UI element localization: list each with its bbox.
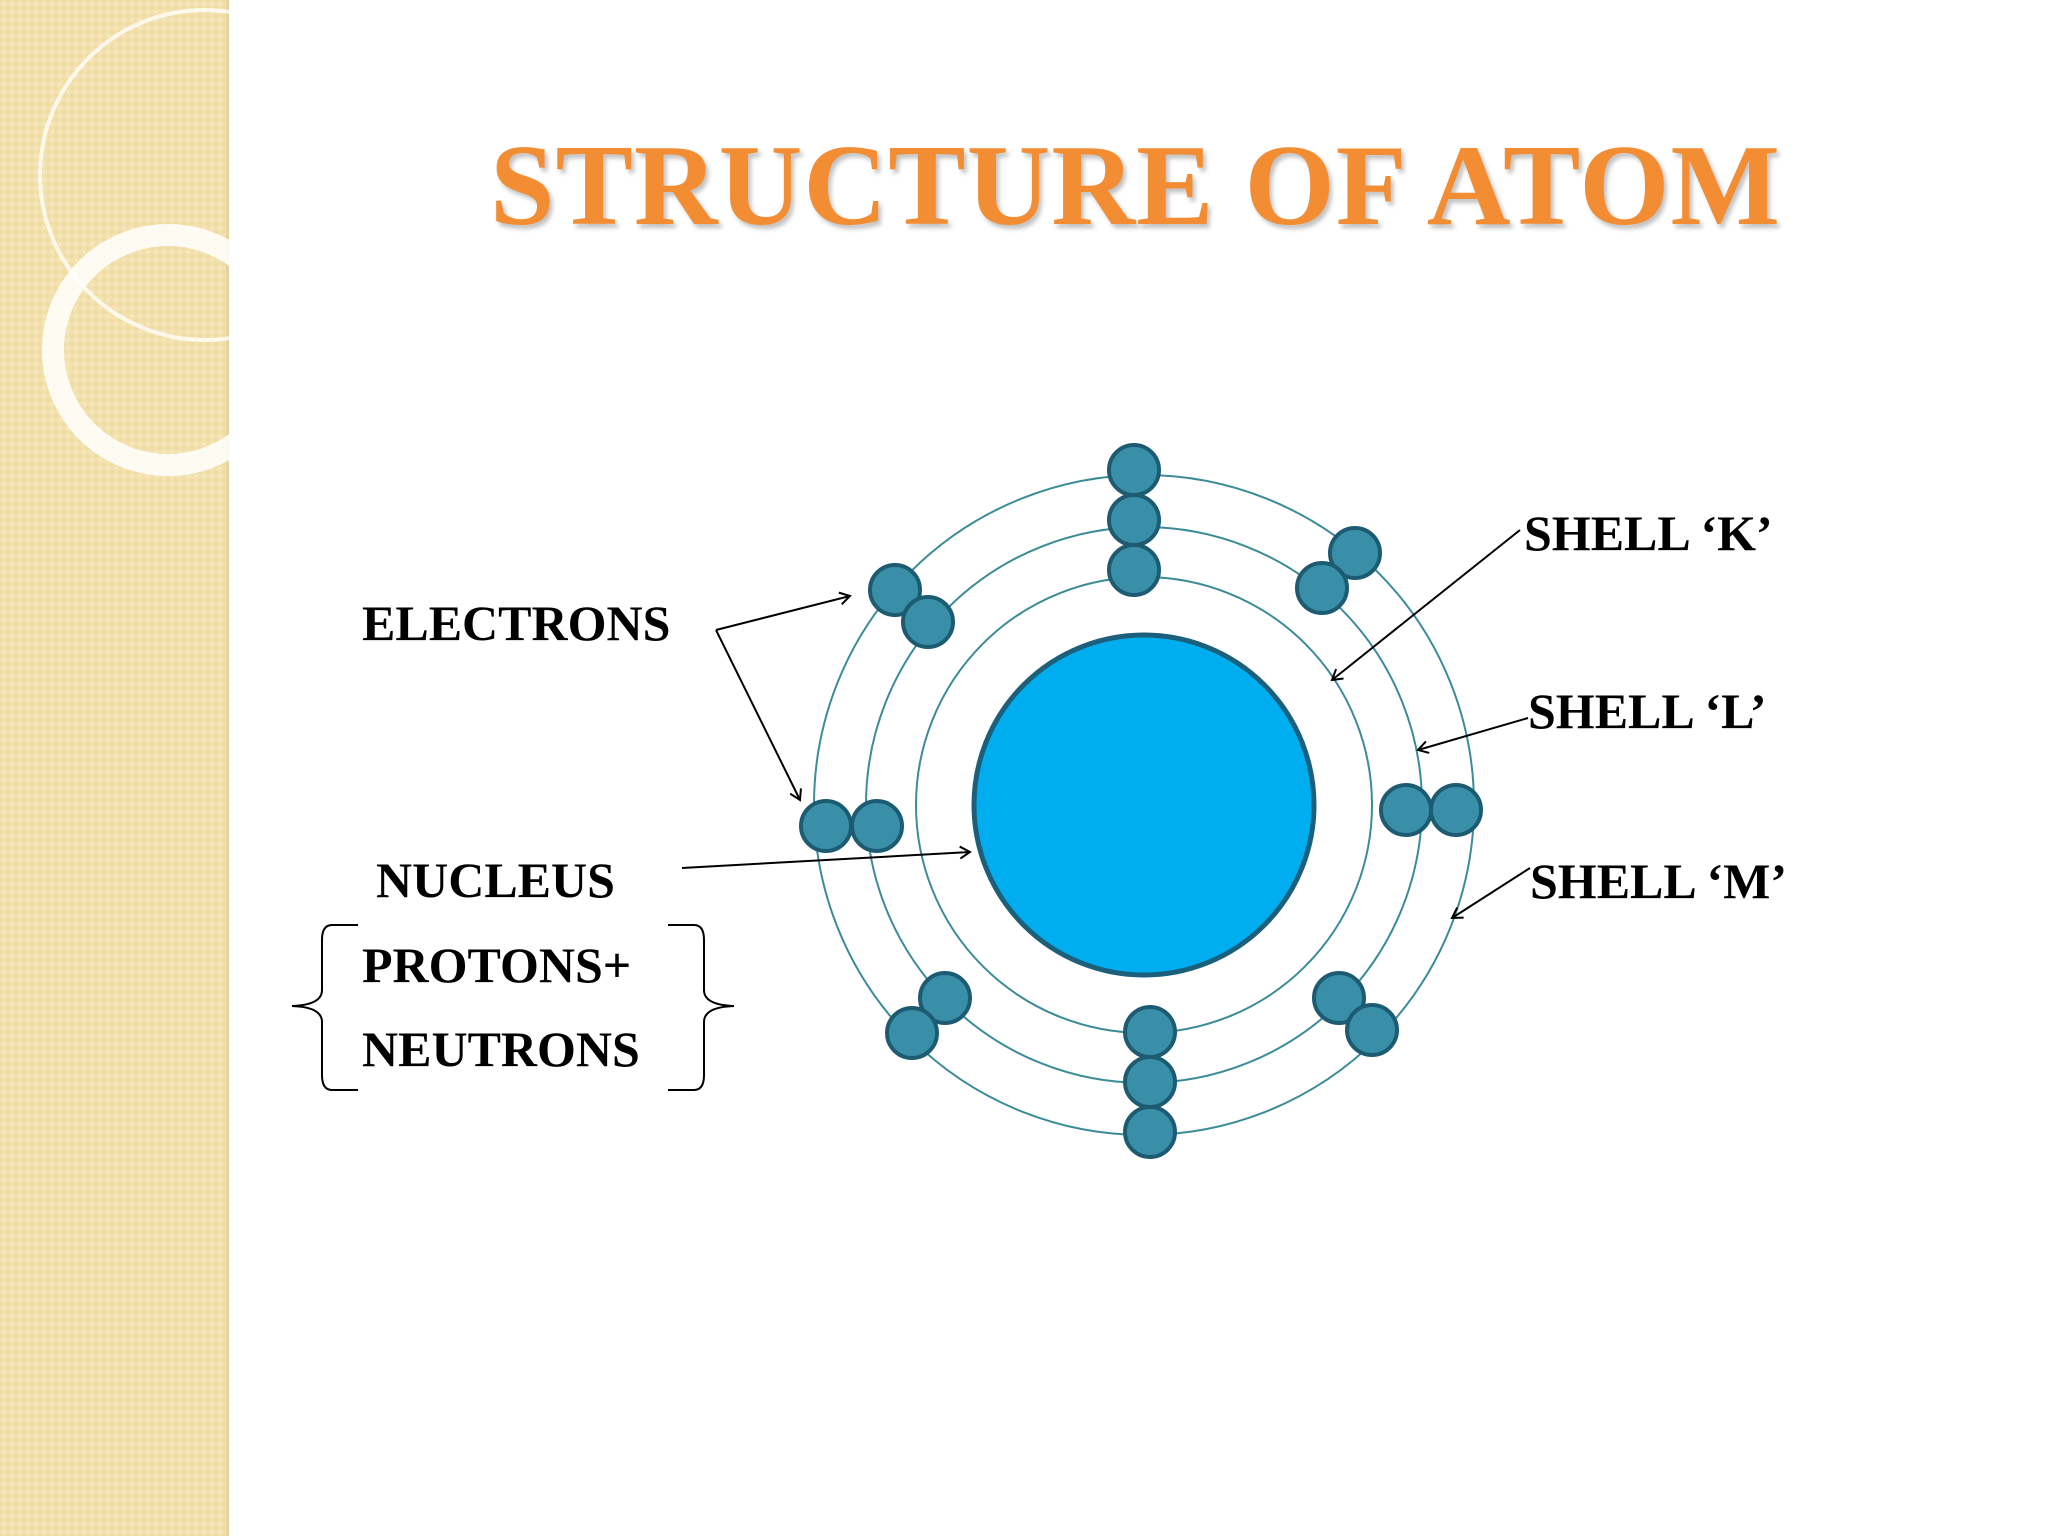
electron [799,799,853,853]
nucleus [971,632,1317,978]
right-brace [668,924,735,1091]
electron [885,1006,939,1060]
shell-l-arrow [1416,717,1529,754]
left-brace [291,924,358,1091]
electron [868,563,922,617]
decorative-rings [38,8,240,476]
shell-m-arrow [1450,867,1531,920]
side-panel-edge [226,0,229,1536]
protons-label: PROTONS+ [362,937,632,993]
electrons-arrow-lower [715,629,802,802]
pointer-arrows [681,529,1531,920]
electrons-group [799,443,1483,1159]
electrons-arrow-upper [715,591,852,631]
electron [1379,783,1433,837]
shell-k-arrow [1330,529,1521,682]
electron [1123,1005,1177,1059]
electron [1429,783,1483,837]
shell-k-label: SHELL ‘K’ [1524,505,1773,561]
nucleus-arrow [681,845,972,869]
electrons-label: ELECTRONS [362,595,671,651]
electron [1345,1003,1399,1057]
nucleus-label: NUCLEUS [376,852,615,908]
slide-title: STRUCTURE OF ATOM [490,122,1782,250]
electron [1312,971,1366,1025]
protons-neutrons-brace [291,924,735,1091]
electron [850,799,904,853]
electron [1328,526,1382,580]
electron [1107,443,1161,497]
electron [1295,561,1349,615]
electron [1107,543,1161,597]
electron [1123,1055,1177,1109]
shell-l-label: SHELL ‘L’ [1528,683,1767,739]
electron [901,595,955,649]
shell-m-label: SHELL ‘M’ [1530,853,1787,909]
neutrons-label: NEUTRONS [362,1021,640,1077]
electron [1123,1105,1177,1159]
electron [1107,493,1161,547]
electron [918,971,972,1025]
